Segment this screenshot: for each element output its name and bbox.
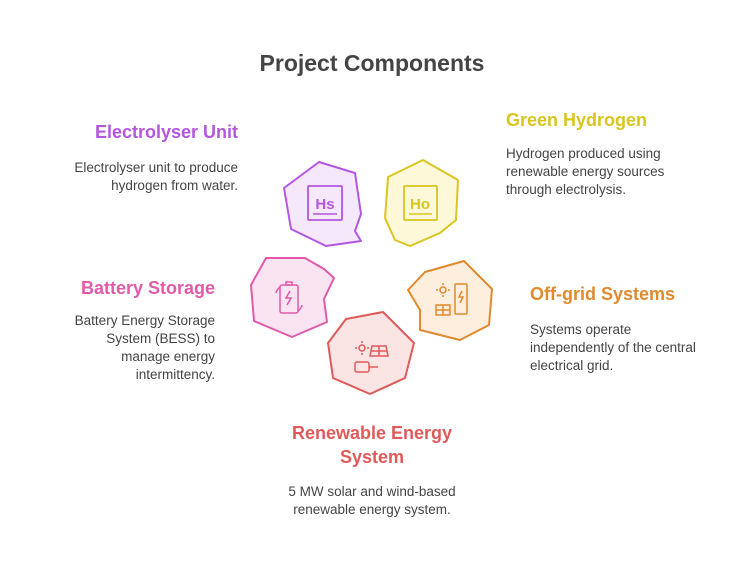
battery-description: Battery Energy Storage System (BESS) to … bbox=[74, 313, 215, 382]
green-hydrogen-heading: Green Hydrogen bbox=[506, 110, 648, 130]
green-hydrogen-node: Ho bbox=[384, 159, 459, 247]
electrolyser-description: Electrolyser unit to produce hydrogen fr… bbox=[74, 160, 238, 193]
solar-battery-icon bbox=[354, 341, 389, 373]
renewable-description: 5 MW solar and wind-based renewable ener… bbox=[288, 484, 456, 517]
page-title: Project Components bbox=[259, 50, 485, 76]
off-grid-node bbox=[407, 260, 493, 341]
electrolyser-heading: Electrolyser Unit bbox=[94, 122, 238, 142]
green-hydrogen-description: Hydrogen produced using renewable energy… bbox=[506, 146, 665, 197]
element-symbol-icon: Hs bbox=[307, 185, 343, 221]
renewable-heading: Renewable Energy System bbox=[291, 423, 453, 467]
off-grid-description: Systems operate independently of the cen… bbox=[530, 322, 696, 373]
icon-symbol: Ho bbox=[410, 196, 430, 213]
off-grid-heading: Off-grid Systems bbox=[530, 284, 676, 304]
element-symbol-icon: Ho bbox=[403, 185, 438, 221]
solar-battery-icon bbox=[435, 283, 468, 316]
battery-heading: Battery Storage bbox=[80, 278, 215, 298]
icon-symbol: Hs bbox=[315, 196, 334, 213]
electrolyser-node: Hs bbox=[283, 161, 362, 247]
battery-node bbox=[250, 257, 335, 338]
renewable-node bbox=[327, 311, 415, 395]
battery-cycle-icon bbox=[275, 281, 303, 314]
